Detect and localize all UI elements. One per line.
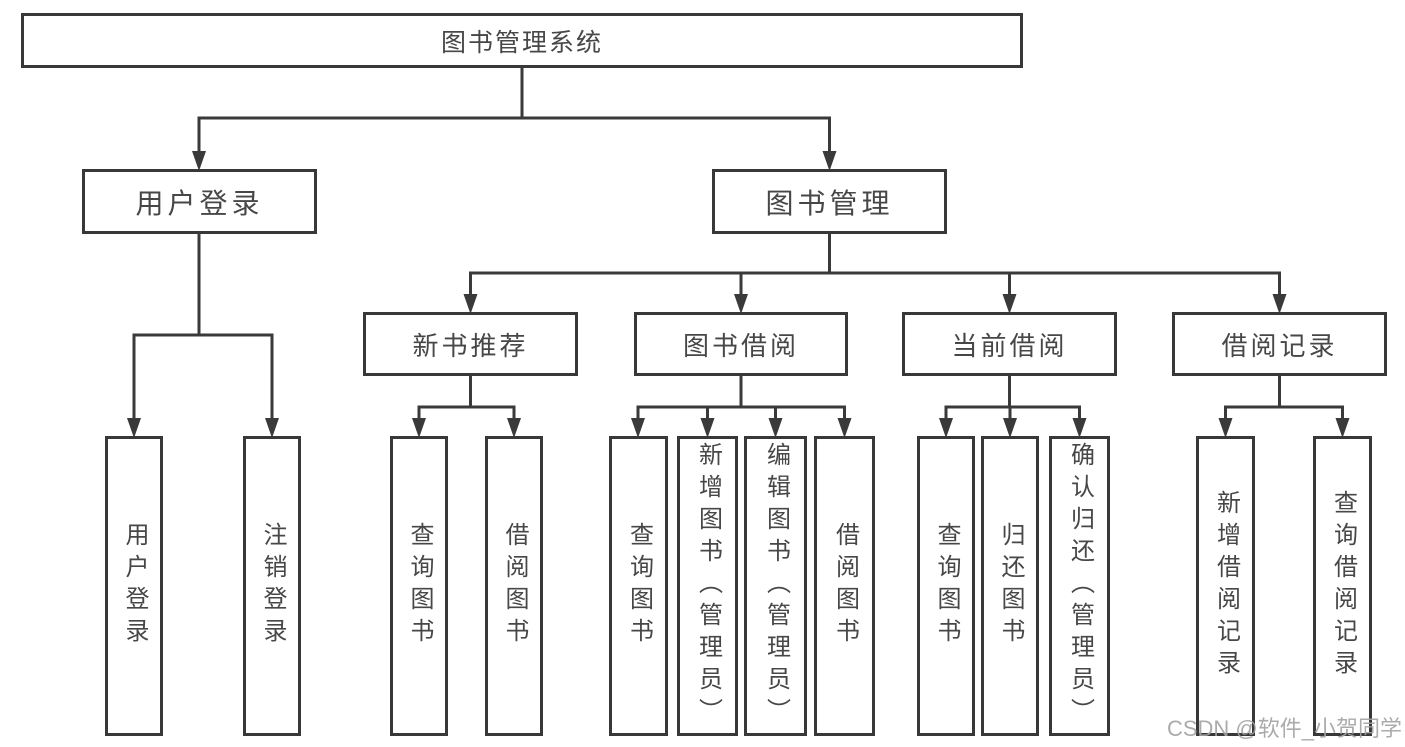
node-label: 图书管理系统 <box>440 28 603 57</box>
node-label: 注销登录 <box>259 522 286 650</box>
node-label: 新增图书（管理员） <box>694 442 722 730</box>
leaf-return-books: 归还图书 <box>981 436 1039 736</box>
node-label: 查询图书 <box>625 522 653 650</box>
leaf-add-books-admin: 新增图书（管理员） <box>677 436 738 736</box>
edge-borrow-to-leaves <box>631 374 852 438</box>
node-label: 用户登录 <box>121 522 148 650</box>
node-label: 图书借阅 <box>682 330 799 361</box>
leaf-logout: 注销登录 <box>243 436 301 736</box>
leaf-user-login: 用户登录 <box>105 436 163 736</box>
node-label: 用户登录 <box>135 187 264 219</box>
node-book-borrowing: 图书借阅 <box>634 312 848 376</box>
node-user-login: 用户登录 <box>82 169 317 234</box>
node-label: 当前借阅 <box>951 330 1068 361</box>
leaf-borrow-books-recommend: 借阅图书 <box>485 436 543 736</box>
node-borrowing-records: 借阅记录 <box>1172 312 1387 376</box>
node-label: 图书管理 <box>765 187 894 219</box>
edge-current-to-leaves <box>939 374 1087 438</box>
edge-newbooks-to-leaves <box>412 374 521 438</box>
node-label: 借阅记录 <box>1221 330 1338 361</box>
node-label: 确认归还（管理员） <box>1066 442 1094 730</box>
leaf-add-borrow-record: 新增借阅记录 <box>1196 436 1255 736</box>
node-label: 借阅图书 <box>831 522 859 650</box>
leaf-query-borrow-record: 查询借阅记录 <box>1313 436 1372 736</box>
node-label: 查询借阅记录 <box>1329 490 1357 682</box>
leaf-confirm-return-admin: 确认归还（管理员） <box>1049 436 1110 736</box>
edge-root-to-level1 <box>192 66 837 171</box>
node-label: 查询图书 <box>406 522 433 650</box>
leaf-query-books-recommend: 查询图书 <box>390 436 448 736</box>
node-label: 借阅图书 <box>501 522 528 650</box>
node-label: 新增借阅记录 <box>1212 490 1240 682</box>
node-label: 查询图书 <box>933 522 960 650</box>
node-library-management-system: 图书管理系统 <box>21 13 1023 68</box>
edge-records-to-leaves <box>1218 374 1350 438</box>
node-label: 编辑图书（管理员） <box>762 442 790 730</box>
leaf-edit-books-admin: 编辑图书（管理员） <box>744 436 807 736</box>
csdn-watermark: CSDN @软件_小贺同学 <box>1166 716 1402 741</box>
edge-bookmgmt-to-level2 <box>463 232 1287 314</box>
node-label: 新书推荐 <box>412 330 529 361</box>
node-new-book-recommend: 新书推荐 <box>363 312 578 376</box>
node-label: 归还图书 <box>997 522 1024 650</box>
leaf-borrow-books: 借阅图书 <box>814 436 875 736</box>
leaf-query-books-current: 查询图书 <box>917 436 975 736</box>
leaf-query-books-borrow: 查询图书 <box>609 436 668 736</box>
node-book-management: 图书管理 <box>712 169 947 234</box>
node-current-borrowing: 当前借阅 <box>902 312 1117 376</box>
edge-userlogin-to-leaves <box>127 232 279 438</box>
